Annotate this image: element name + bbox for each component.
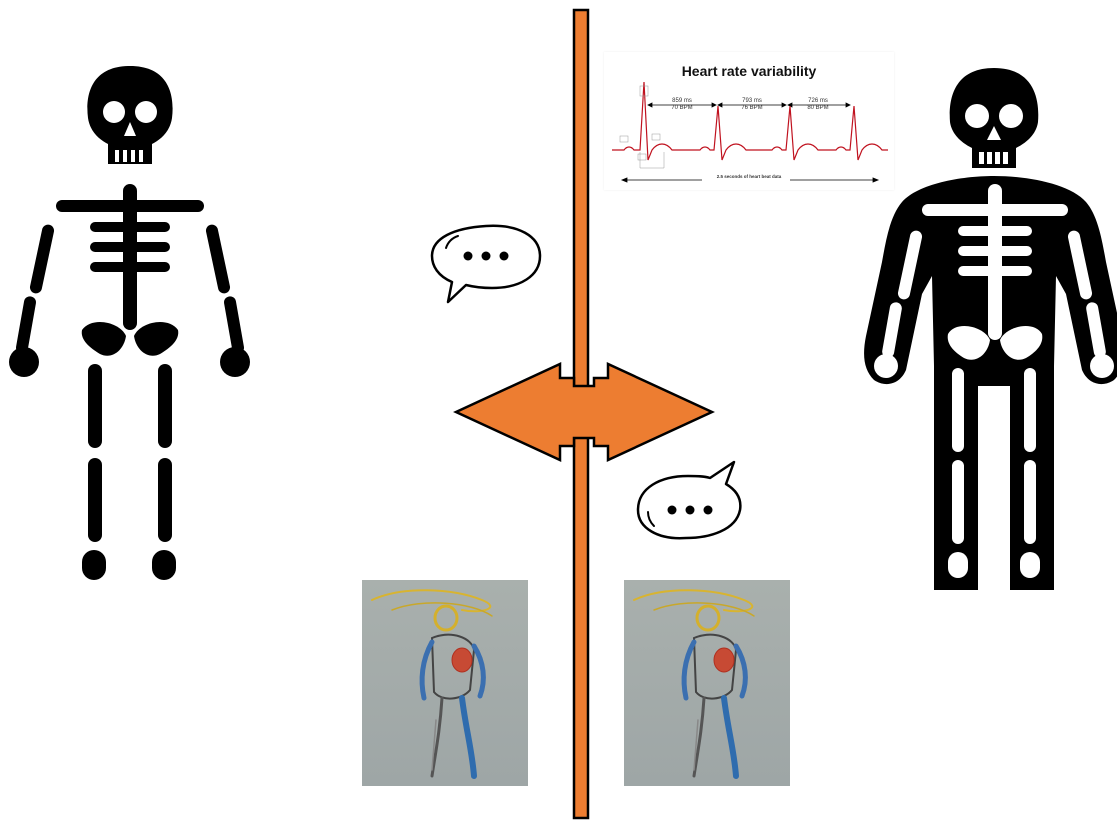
skeleton-icon [0, 60, 260, 590]
interval-ms: 793 ms [722, 98, 782, 105]
ecg-trace [604, 52, 894, 190]
skeleton-silhouette-icon [860, 66, 1117, 598]
hrv-footer: 2.5 seconds of heart beat data [604, 174, 894, 179]
interval-ms: 859 ms [652, 98, 712, 105]
interval-ms: 726 ms [788, 98, 848, 105]
speech-bubble-ellipsis-icon [426, 218, 546, 308]
hrv-figure: Heart rate variability [604, 52, 894, 190]
interval-bpm: 80 BPM [788, 105, 848, 112]
speech-bubble-ellipsis-icon [630, 456, 750, 546]
body-drawing-image [624, 580, 790, 786]
body-drawing-image [362, 580, 528, 786]
interval-bpm: 70 BPM [652, 105, 712, 112]
interval-bpm: 76 BPM [722, 105, 782, 112]
double-headed-arrow-icon [450, 360, 720, 470]
